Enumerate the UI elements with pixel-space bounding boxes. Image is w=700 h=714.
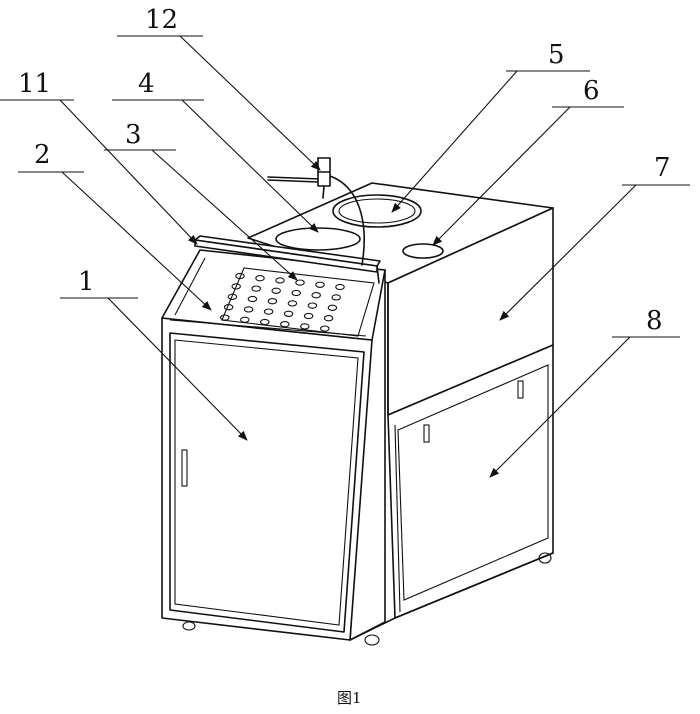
panel-button	[331, 294, 341, 301]
label-4: 4	[138, 69, 155, 99]
label-3: 3	[125, 120, 142, 150]
panel-button	[247, 295, 258, 303]
panel-button	[311, 292, 321, 299]
panel-button	[260, 318, 270, 326]
left-cabinet	[161, 235, 386, 646]
spray-gun	[267, 157, 365, 266]
button-grid	[220, 272, 345, 332]
panel-button	[280, 321, 290, 328]
panel-button	[251, 285, 261, 292]
panel-button	[220, 314, 230, 321]
panel-button	[287, 300, 298, 307]
label-2: 2	[34, 140, 51, 170]
panel-button	[320, 325, 330, 332]
panel-button	[223, 304, 234, 311]
panel-button	[283, 310, 294, 317]
hole-6	[402, 243, 444, 259]
panel-button	[243, 306, 254, 313]
basin-5	[332, 194, 422, 228]
panel-button	[235, 272, 245, 280]
panel-button	[271, 287, 281, 294]
panel-button	[303, 312, 314, 320]
panel-button	[307, 302, 318, 309]
label-7: 7	[654, 153, 671, 183]
panel-button	[227, 293, 238, 300]
label-12: 12	[145, 5, 178, 35]
panel-button	[267, 298, 278, 305]
panel-button	[323, 315, 334, 322]
panel-button	[295, 279, 305, 286]
panel-button	[255, 275, 265, 282]
label-11: 11	[18, 69, 51, 99]
panel-button	[291, 289, 301, 297]
panel-button	[300, 323, 310, 330]
callouts: 12 5 6 11 4 3 2 7 1 8	[0, 5, 690, 478]
panel-button	[240, 316, 250, 323]
panel-button	[327, 304, 338, 311]
panel-button	[263, 308, 274, 315]
label-8: 8	[646, 306, 663, 336]
label-5: 5	[548, 40, 565, 70]
panel-button	[315, 281, 325, 288]
label-1: 1	[78, 267, 95, 297]
figure-caption: 图1	[337, 689, 362, 707]
panel-button	[335, 283, 345, 291]
label-6: 6	[583, 76, 600, 106]
panel-button	[275, 277, 285, 284]
panel-button	[231, 283, 241, 290]
